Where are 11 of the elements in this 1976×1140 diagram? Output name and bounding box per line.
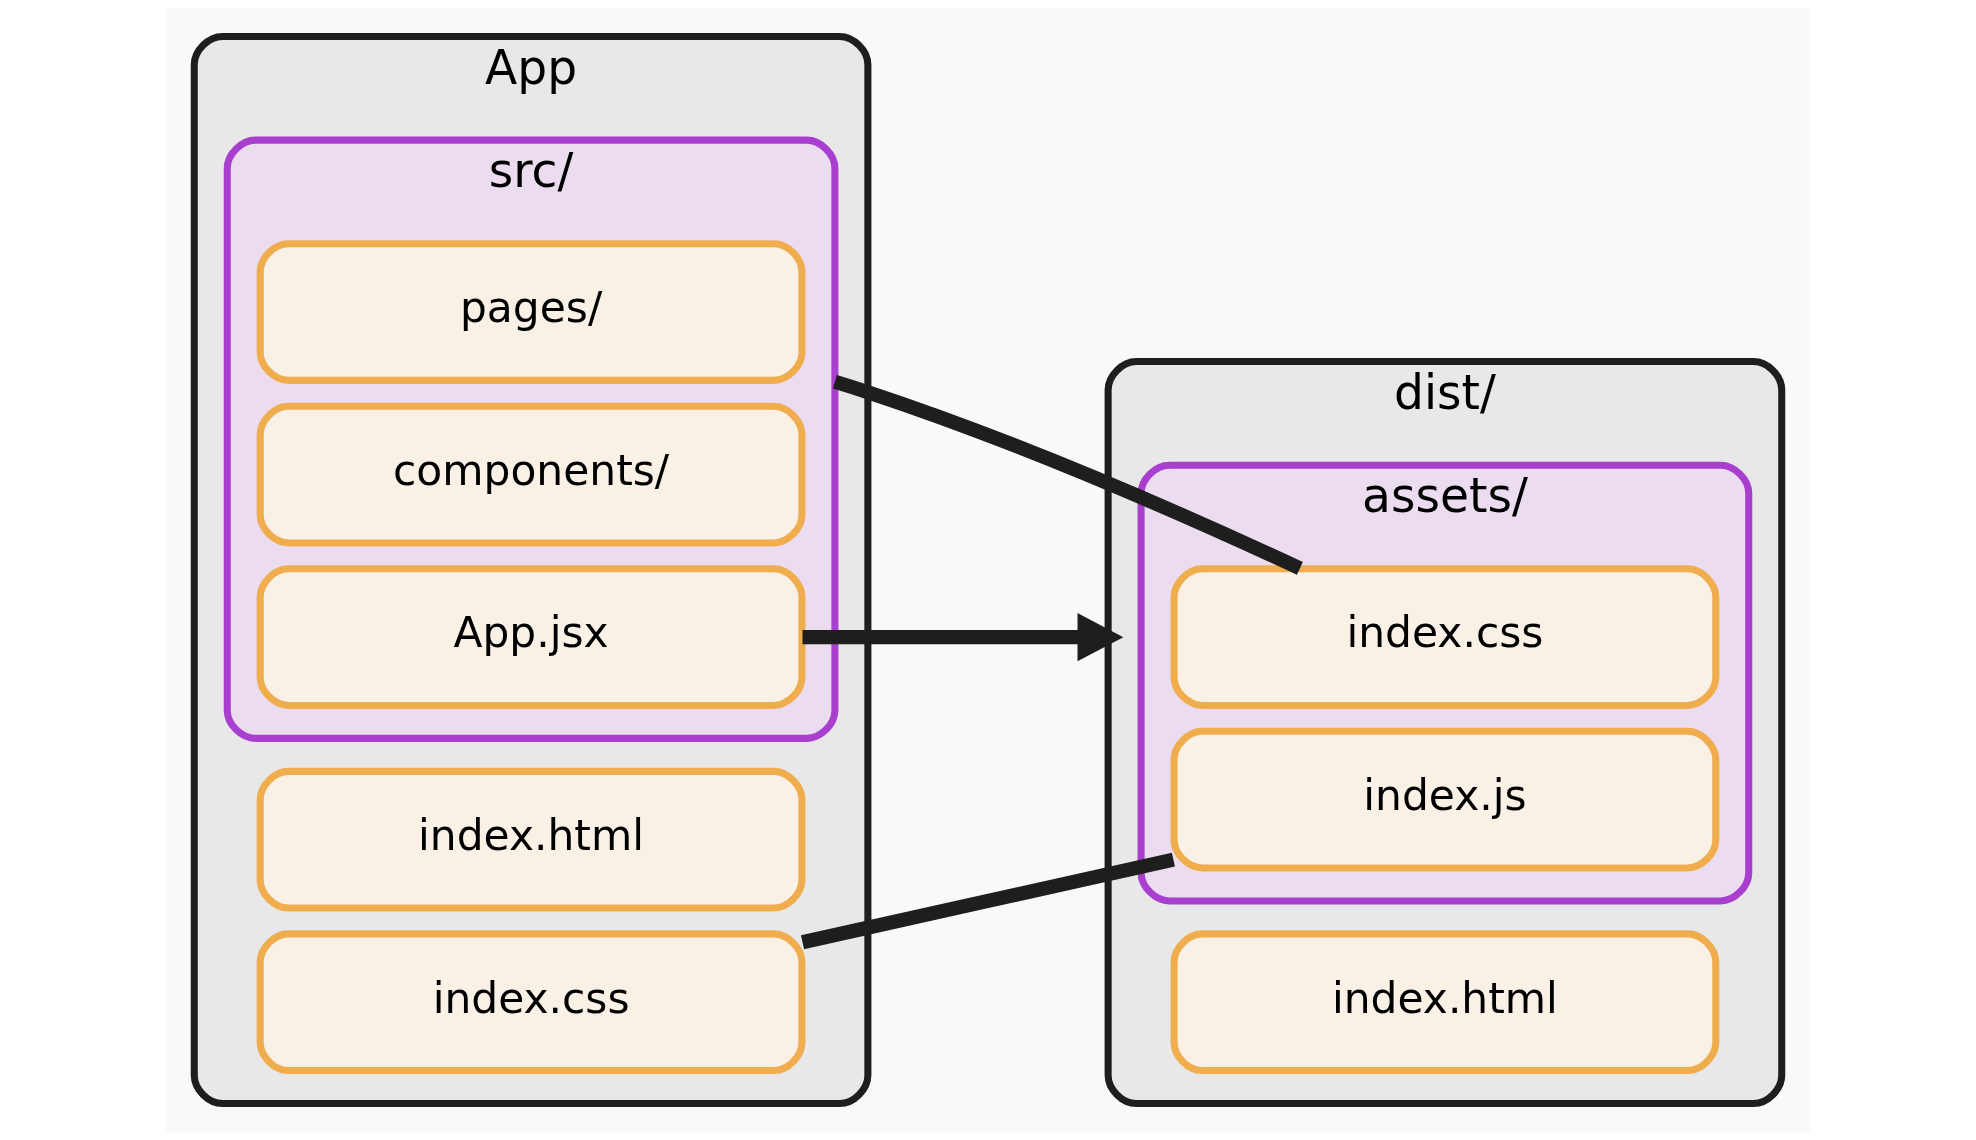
node-box: components/ xyxy=(256,402,806,547)
node-box: index.js xyxy=(1170,727,1720,872)
arrow xyxy=(802,613,1124,662)
node-box: index.html xyxy=(1170,930,1720,1075)
node-box: index.css xyxy=(256,930,806,1075)
connector xyxy=(801,852,1175,950)
node-box: index.css xyxy=(1170,565,1720,709)
node-box: pages/ xyxy=(256,240,806,384)
connector xyxy=(832,375,1303,575)
node-box: App.jsx xyxy=(256,565,806,709)
node-box: index.html xyxy=(256,767,806,912)
